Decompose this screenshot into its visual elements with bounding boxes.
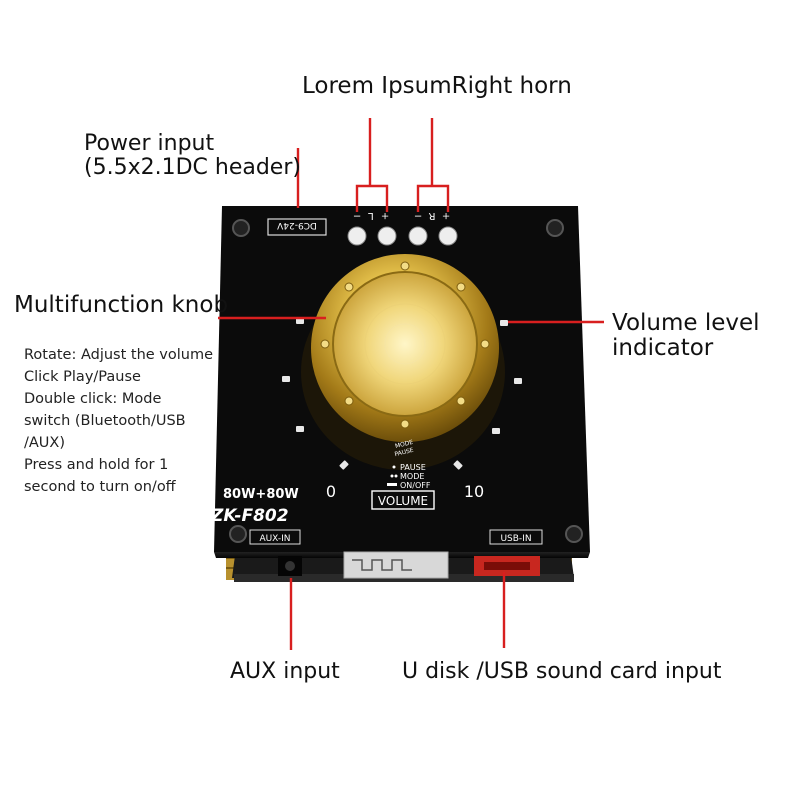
label-volume-line2: indicator <box>612 335 714 361</box>
terminal-l-plus: + <box>381 210 389 221</box>
dial-max-label: 10 <box>464 482 484 501</box>
knob-face[interactable] <box>332 271 478 417</box>
legend-pause: PAUSE <box>400 463 426 472</box>
dial-min-label: 0 <box>326 482 336 501</box>
knob-mode-text: MODE <box>394 439 414 450</box>
speaker-terminals <box>347 226 458 246</box>
label-power-line2: (5.5x2.1DC header) <box>84 155 301 180</box>
label-aux-text: AUX input <box>230 659 340 684</box>
label-volume-indicator: Volume level indicator <box>612 311 760 361</box>
label-aux: AUX input <box>230 660 340 684</box>
knob-note-line: second to turn on/off <box>24 479 176 495</box>
terminal-l-letter: L <box>368 210 374 221</box>
volume-leds <box>282 318 522 470</box>
volume-text: VOLUME <box>378 494 428 508</box>
knob-note-line: Double click: Mode <box>24 391 162 407</box>
knob-note-line: /AUX) <box>24 435 66 451</box>
knob-pause-text: PAUSE <box>394 447 415 459</box>
aux-port-text: AUX-IN <box>259 534 290 544</box>
label-knob-text: Multifunction knob <box>14 292 229 318</box>
bluetooth-module <box>343 551 449 579</box>
label-usb-text: U disk /USB sound card input <box>402 659 722 684</box>
aux-port-tag <box>249 529 301 545</box>
terminal-r-minus: − <box>414 210 422 221</box>
volume-box <box>371 490 435 510</box>
usb-port-text: USB-IN <box>500 534 531 544</box>
knob-note-line: switch (Bluetooth/USB <box>24 413 186 429</box>
dc-rating-tag <box>267 218 327 236</box>
terminal-l-minus: − <box>353 210 361 221</box>
corner-screws <box>229 219 583 543</box>
model-text: ZK-F802 <box>210 506 289 526</box>
label-left-horn: Lorem IpsumRight horn <box>302 74 572 98</box>
label-volume-line1: Volume level <box>612 310 760 336</box>
callout-lines <box>218 118 604 650</box>
legend-mode: MODE <box>400 472 424 481</box>
knob-note-line: Click Play/Pause <box>24 369 141 385</box>
terminal-r-plus: + <box>442 210 450 221</box>
dc-rating-text: DC9-24V <box>276 220 317 230</box>
power-rating-text: 80W+80W <box>223 487 299 502</box>
label-right-horn-text: Right horn <box>451 73 572 99</box>
legend-onoff: ON/OFF <box>400 481 431 490</box>
terminal-r-letter: R <box>428 210 435 221</box>
knob-notes: Rotate: Adjust the volume Click Play/Pau… <box>24 344 224 498</box>
label-power-line1: Power input <box>84 131 215 156</box>
label-usb: U disk /USB sound card input <box>402 660 721 684</box>
knob-note-line: Press and hold for 1 <box>24 457 169 473</box>
label-left-horn-text: Lorem Ipsum <box>302 73 452 99</box>
knob-note-line: Rotate: Adjust the volume <box>24 347 214 363</box>
usb-port-tag <box>489 529 543 545</box>
knob-screws <box>320 261 490 429</box>
label-knob: Multifunction knob <box>14 293 228 317</box>
label-power: Power input (5.5x2.1DC header) <box>84 132 301 180</box>
